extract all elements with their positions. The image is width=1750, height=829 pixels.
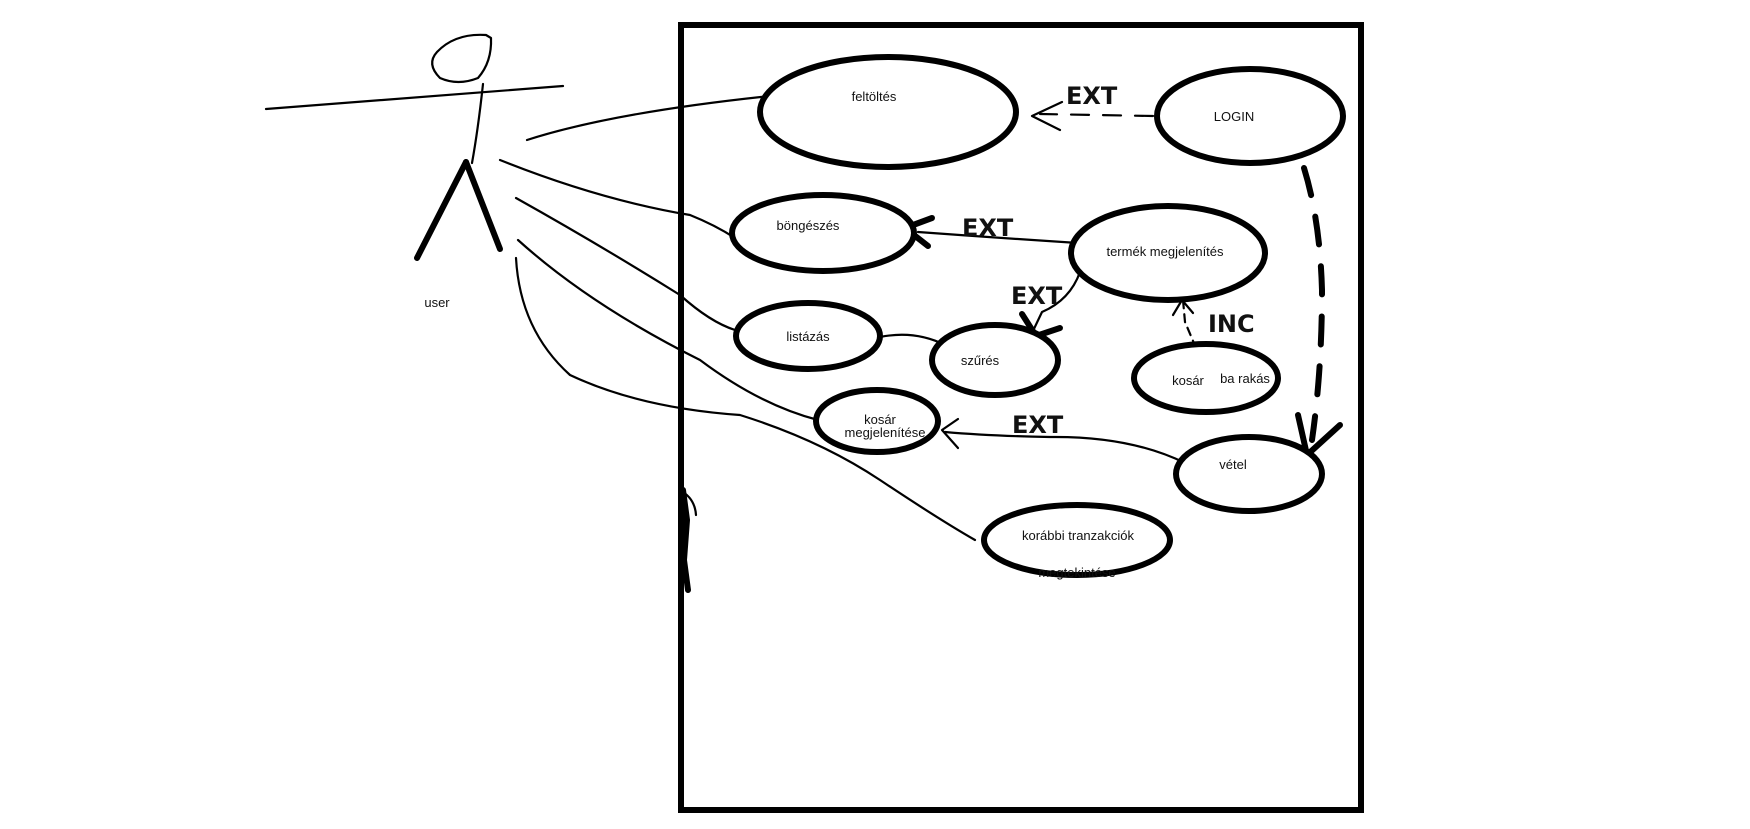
usecase-feltoltes: feltöltés [757, 54, 1019, 170]
actor-label: user [424, 295, 450, 310]
inc-label: INC [1208, 310, 1255, 338]
actor-arms [264, 84, 565, 111]
svg-text:böngészés: böngészés [777, 218, 840, 233]
system-boundary [678, 22, 1364, 813]
actor-head [431, 33, 493, 84]
ext-szures-line [1030, 270, 1082, 335]
usecase-kosar-ba-rakas: kosár ba rakás [1131, 341, 1281, 415]
ext-login-line [1038, 112, 1155, 118]
usecase-termek-megjelenites: termék megjelenítés [1068, 203, 1268, 303]
svg-text:szűrés: szűrés [961, 353, 1000, 368]
ext-termek-line [916, 230, 1080, 245]
assoc-kosar-megjelenitese [516, 238, 820, 422]
svg-text:megtekintése: megtekintése [1038, 565, 1115, 580]
ext-termek-label: EXT [962, 214, 1014, 242]
svg-text:feltöltés: feltöltés [852, 89, 897, 104]
svg-text:kosár: kosár [864, 412, 896, 427]
svg-text:kosár: kosár [1172, 373, 1204, 388]
usecase-login: LOGIN [1154, 66, 1346, 166]
ext-login-label: EXT [1066, 82, 1118, 110]
ext-szures-label: EXT [1011, 282, 1063, 310]
usecase-korabbi-tranzakciok: korábbi tranzakciók megtekintése [981, 502, 1173, 580]
actor-user: user [264, 33, 565, 310]
usecase-vetel: vétel [1173, 434, 1325, 514]
ext-vetel-label: EXT [1012, 411, 1064, 439]
boundary-scribble [680, 487, 691, 593]
usecase-listazas: listázás [733, 300, 883, 372]
boundary-hook [681, 490, 698, 517]
assoc-feltoltes [525, 91, 802, 142]
svg-text:vétel: vétel [1219, 457, 1247, 472]
actor-body [470, 82, 485, 165]
inc-line [1181, 298, 1198, 350]
assoc-tranzakciok [514, 256, 977, 542]
assoc-listazas [514, 196, 737, 332]
login-vetel-line [1301, 165, 1325, 443]
svg-text:listázás: listázás [786, 329, 830, 344]
svg-text:ba rakás: ba rakás [1220, 371, 1270, 386]
svg-text:megjelenítése: megjelenítése [845, 425, 926, 440]
actor-left-leg [414, 159, 469, 261]
ext-vetel-arrowhead [940, 417, 960, 450]
ext-vetel-line [943, 430, 1187, 465]
actor-right-leg [463, 159, 503, 252]
svg-text:korábbi tranzakciók: korábbi tranzakciók [1022, 528, 1134, 543]
usecase-szures: szűrés [929, 322, 1061, 398]
usecase-kosar-megjelenitese: kosár megjelenítése [813, 387, 941, 455]
usecase-bongeszes: böngészés [729, 192, 917, 274]
assoc-bongeszes [498, 158, 737, 240]
svg-text:LOGIN: LOGIN [1214, 109, 1254, 124]
svg-text:termék megjelenítés: termék megjelenítés [1106, 244, 1224, 259]
ext-login-arrowhead [1030, 100, 1064, 132]
